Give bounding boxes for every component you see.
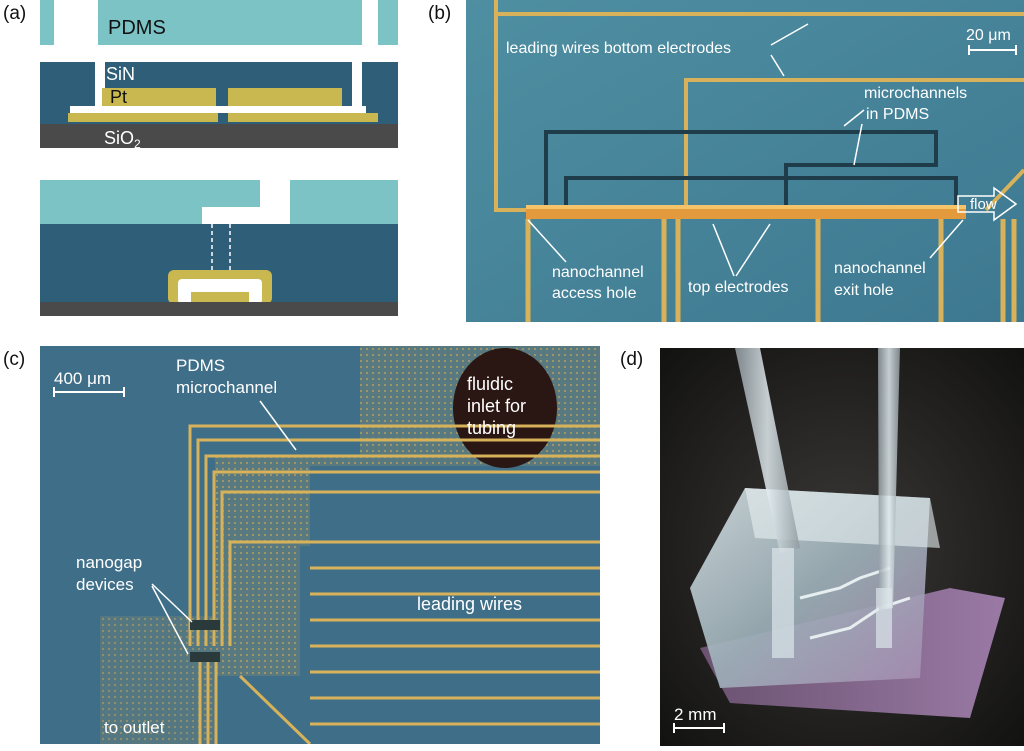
- wire-1: [188, 424, 600, 646]
- fluidic-inlet-text-line3: tubing: [467, 418, 516, 438]
- flow-text: flow: [970, 196, 997, 213]
- scale-bar-label-c: 400 μm: [54, 369, 111, 388]
- arrow-pdms-microchannel: [259, 400, 297, 451]
- inlet-tube-left: [735, 348, 800, 553]
- exit-hole-text-line1: nanochannel: [834, 260, 926, 277]
- inlet-tube-right: [878, 348, 900, 610]
- pt-bottom-electrode-cross: [191, 292, 249, 304]
- wire-5: [220, 490, 600, 646]
- gap-layer: [40, 45, 398, 62]
- flow-arrow-icon: [957, 186, 1018, 222]
- wire-2: [196, 438, 600, 646]
- panel-a: PDMS SiN Pt SiO2: [40, 0, 398, 320]
- panel-d: 2 mm: [660, 348, 1024, 746]
- pt-text: Pt: [110, 87, 127, 107]
- embedded-channel-1: [799, 566, 891, 600]
- nanogap-devices-text-line1: nanogap: [76, 553, 142, 572]
- top-electrodes-text: top electrodes: [688, 279, 789, 296]
- arrow-nanogap-upper: [151, 583, 193, 623]
- pdms-textured-region-lower: [100, 616, 215, 744]
- sio2-text: SiO2: [104, 128, 141, 151]
- scale-bar-label-d: 2 mm: [674, 705, 717, 724]
- microchannel-outline-upper: [544, 130, 938, 210]
- microchannel-opening: [260, 180, 290, 210]
- microchannel: [202, 207, 290, 224]
- tube-connector-right: [876, 588, 892, 648]
- panel-b: 20 μm leading wires bottom electrodes mi…: [466, 0, 1024, 322]
- pdms-opening-right: [362, 0, 378, 45]
- embedded-channel-2: [809, 596, 911, 640]
- leading-wire-right: [984, 168, 1024, 212]
- nanochannel: [70, 106, 366, 113]
- microchannels-text-line2: in PDMS: [866, 106, 929, 123]
- tube-connector-left: [772, 548, 794, 658]
- access-hole-text-line1: nanochannel: [552, 264, 644, 281]
- nanochannel-highlight: [526, 205, 966, 209]
- pdms-layer-top: [40, 0, 398, 45]
- panel-c: 400 μm PDMS microchannel fluidic inlet f…: [40, 346, 600, 744]
- arrow-microchannel-lower: [853, 123, 863, 166]
- sio2-layer: [40, 124, 398, 148]
- panel-b-micrograph: 20 μm leading wires bottom electrodes mi…: [466, 0, 1024, 322]
- leading-wire-middle: [684, 78, 1024, 210]
- scale-bar-label-b: 20 μm: [966, 27, 1011, 44]
- wire-4: [212, 470, 600, 646]
- fluidic-inlet-text-line1: fluidic: [467, 374, 513, 394]
- pdms-text: PDMS: [108, 17, 166, 39]
- arrow-leading-wire-middle: [770, 54, 785, 77]
- panel-c-label: (c): [3, 349, 26, 370]
- panel-b-label: (b): [428, 3, 452, 24]
- sio2-layer-bottom: [40, 302, 398, 316]
- leading-wires-bottom-electrodes-text: leading wires bottom electrodes: [506, 40, 731, 57]
- microchannel-outline-lower: [564, 176, 958, 210]
- wire-3: [204, 454, 600, 646]
- panel-d-label: (d): [620, 349, 644, 370]
- to-outlet-text: to outlet: [104, 718, 165, 737]
- wire-14: [238, 674, 312, 744]
- nanogap-device-2: [190, 652, 220, 662]
- arrow-access-hole: [527, 219, 567, 263]
- pt-top-electrode-right: [228, 88, 342, 106]
- panel-d-photo: 2 mm: [660, 348, 1024, 746]
- leading-wires-group: [188, 424, 600, 744]
- nanogap-device-1: [190, 620, 220, 630]
- access-hole-text-line2: access hole: [552, 285, 637, 302]
- fluidic-inlet-text-line2: inlet for: [467, 396, 526, 416]
- pdms-microchannel-text-line1: PDMS: [176, 356, 225, 375]
- panel-a-schematic: PDMS SiN Pt SiO2: [40, 0, 398, 316]
- panel-c-micrograph: 400 μm PDMS microchannel fluidic inlet f…: [40, 346, 600, 744]
- arrow-microchannel-upper: [843, 109, 865, 127]
- pdms-opening-left: [54, 0, 98, 45]
- arrow-top-electrode-left: [712, 223, 735, 277]
- exit-hole-text-line2: exit hole: [834, 282, 894, 299]
- microchannels-text-line1: microchannels: [864, 85, 967, 102]
- fluidic-inlet: [453, 348, 557, 468]
- sin-text: SiN: [106, 64, 135, 84]
- pt-bottom-electrode-left: [68, 113, 218, 122]
- access-channel-left: [95, 62, 105, 112]
- leading-wires-text: leading wires: [417, 594, 522, 614]
- arrow-exit-hole: [929, 219, 964, 259]
- pdms-microchannel-text-line2: microchannel: [176, 378, 277, 397]
- arrow-leading-wire-top: [770, 23, 809, 46]
- panel-a-label: (a): [3, 3, 27, 24]
- pt-top-electrode-left: [102, 88, 216, 106]
- leading-wire-left: [494, 0, 526, 212]
- arrow-top-electrode-right: [735, 223, 771, 277]
- nanogap-devices-text-line2: devices: [76, 575, 134, 594]
- access-channel-right: [352, 62, 362, 112]
- micrograph-background: [466, 0, 1024, 322]
- wire-6: [228, 540, 600, 646]
- pt-bottom-electrode-right: [228, 113, 378, 122]
- arrow-nanogap-lower: [151, 585, 189, 655]
